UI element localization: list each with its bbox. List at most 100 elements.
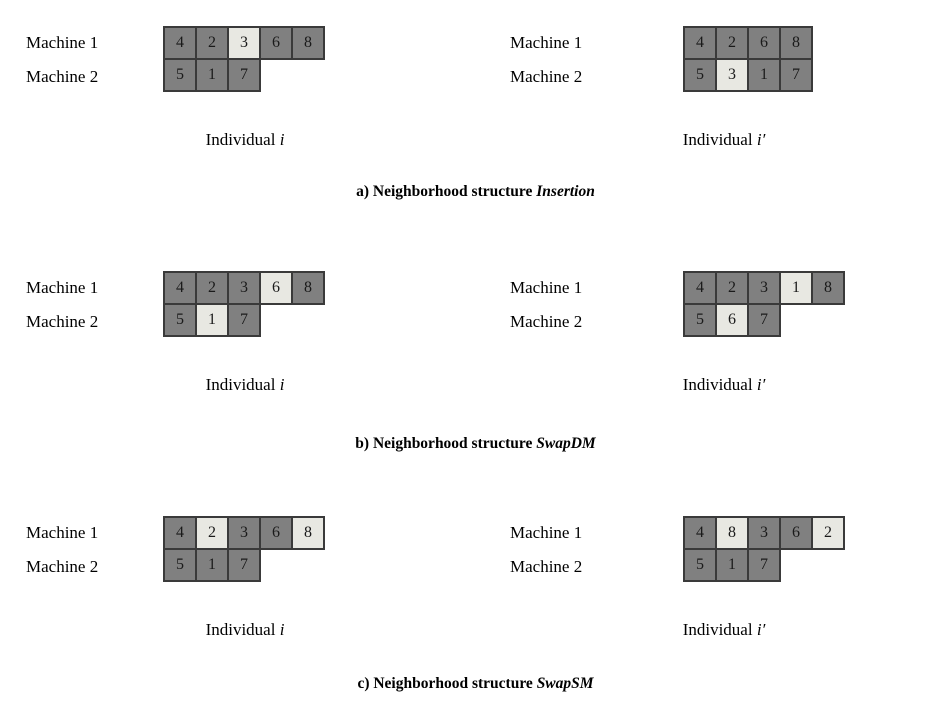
job-cell: 8	[811, 271, 845, 305]
individual-caption-text: Individual	[682, 620, 757, 639]
job-cell: 8	[779, 26, 813, 60]
machine-label-1: Machine 1	[26, 278, 99, 297]
individual-caption-symbol: i′	[756, 130, 766, 149]
job-cell: 8	[291, 271, 325, 305]
job-cell: 2	[195, 516, 229, 550]
job-cell: 6	[259, 271, 293, 305]
job-cell: 3	[227, 271, 261, 305]
job-cell: 3	[227, 516, 261, 550]
job-cell: 3	[747, 271, 781, 305]
job-cell: 5	[163, 548, 197, 582]
individual-caption-symbol: i	[279, 375, 285, 394]
individual-caption-text: Individual	[205, 375, 280, 394]
job-cell: 2	[715, 271, 749, 305]
machine-labels: Machine 1 Machine 2	[26, 271, 156, 339]
machine-label-2: Machine 2	[26, 557, 99, 576]
job-cell: 7	[227, 58, 261, 92]
machine-label-2: Machine 2	[26, 67, 99, 86]
individual-caption-text: Individual	[682, 375, 757, 394]
section-caption-prefix: b) Neighborhood structure	[355, 435, 537, 452]
section-caption-b: b) Neighborhood structure SwapDM	[0, 435, 951, 453]
individual-caption-text: Individual	[682, 130, 757, 149]
section-caption-prefix: a) Neighborhood structure	[356, 183, 537, 200]
section-caption-structure-name: SwapDM	[536, 435, 596, 452]
job-cell: 5	[683, 303, 717, 337]
individual-caption-symbol: i′	[756, 375, 766, 394]
machine-labels: Machine 1 Machine 2	[26, 516, 156, 584]
machine-label-2: Machine 2	[26, 312, 99, 331]
individual-caption: Individual i	[10, 130, 480, 150]
job-cell: 5	[683, 548, 717, 582]
job-cell: 2	[195, 26, 229, 60]
job-cell: 7	[779, 58, 813, 92]
section-caption-structure-name: SwapSM	[536, 675, 594, 692]
job-cell: 8	[291, 26, 325, 60]
section-caption-a: a) Neighborhood structure Insertion	[0, 183, 951, 201]
job-cell: 4	[163, 271, 197, 305]
machine-label-2: Machine 2	[510, 557, 583, 576]
machine-label-1: Machine 1	[510, 33, 583, 52]
job-cell: 5	[163, 58, 197, 92]
section-caption-structure-name: Insertion	[536, 183, 595, 200]
machine-label-1: Machine 1	[510, 523, 583, 542]
job-cell: 6	[259, 516, 293, 550]
machine-label-1: Machine 1	[26, 523, 99, 542]
individual-caption-symbol: i	[279, 130, 285, 149]
job-cell: 1	[195, 548, 229, 582]
individual-caption: Individual i	[10, 375, 480, 395]
machine-labels: Machine 1 Machine 2	[510, 271, 640, 339]
job-cell: 6	[715, 303, 749, 337]
job-cell: 3	[227, 26, 261, 60]
job-cell: 1	[195, 58, 229, 92]
individual-caption: Individual i′	[489, 620, 951, 640]
section-caption-prefix: c) Neighborhood structure	[357, 675, 537, 692]
job-cell: 3	[715, 58, 749, 92]
individual-caption-symbol: i′	[756, 620, 766, 639]
job-cell: 1	[779, 271, 813, 305]
job-cell: 7	[227, 548, 261, 582]
job-cell: 8	[715, 516, 749, 550]
job-cell: 3	[747, 516, 781, 550]
job-cell: 4	[163, 26, 197, 60]
machine-labels: Machine 1 Machine 2	[510, 516, 640, 584]
job-cell: 4	[163, 516, 197, 550]
individual-caption-text: Individual	[205, 130, 280, 149]
machine-label-1: Machine 1	[510, 278, 583, 297]
job-cell: 7	[747, 303, 781, 337]
job-cell: 2	[811, 516, 845, 550]
job-cell: 6	[747, 26, 781, 60]
job-cell: 8	[291, 516, 325, 550]
job-cell: 4	[683, 26, 717, 60]
job-cell: 4	[683, 516, 717, 550]
job-cell: 2	[715, 26, 749, 60]
machine-label-2: Machine 2	[510, 312, 583, 331]
job-cell: 6	[259, 26, 293, 60]
job-cell: 1	[747, 58, 781, 92]
individual-caption: Individual i′	[489, 375, 951, 395]
individual-caption-text: Individual	[205, 620, 280, 639]
job-cell: 5	[163, 303, 197, 337]
